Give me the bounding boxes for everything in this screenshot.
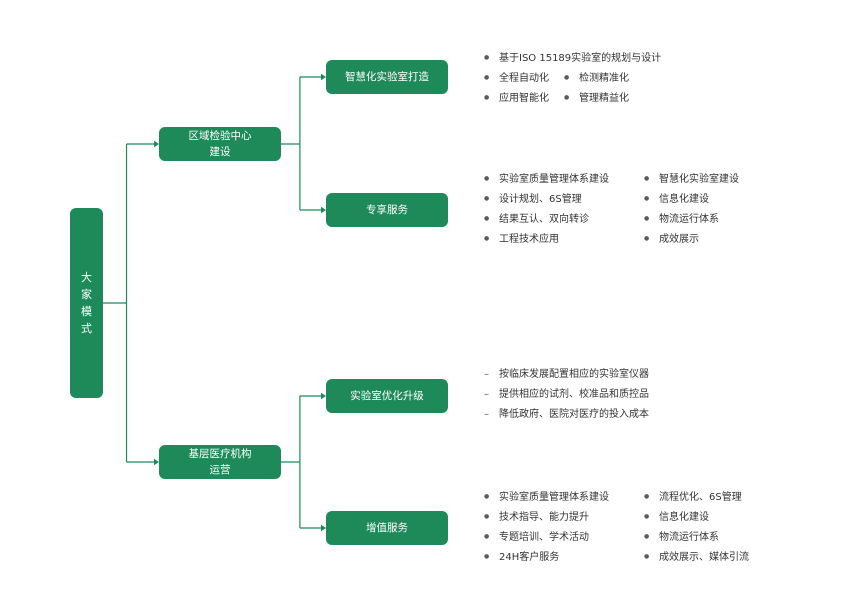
bullet-icon xyxy=(644,192,656,207)
bullet-icon xyxy=(484,172,496,187)
bullet-icon xyxy=(484,510,496,525)
dash-icon xyxy=(484,388,496,402)
bullet-icon xyxy=(644,232,656,247)
bullet-icon xyxy=(644,510,656,525)
bullet-icon xyxy=(484,51,496,66)
arrowhead-icon xyxy=(321,392,326,400)
list-item-text: 降低政府、医院对医疗的投入成本 xyxy=(499,409,649,420)
list-item-text: 物流运行体系 xyxy=(659,531,719,543)
list-item-text: 应用智能化 xyxy=(499,92,549,104)
bullet-icon xyxy=(484,550,496,565)
bullet-icon xyxy=(564,71,576,86)
bullet-icon xyxy=(484,490,496,505)
arrowhead-icon xyxy=(154,458,159,466)
bullet-icon xyxy=(484,71,496,86)
bullet-icon xyxy=(644,530,656,545)
arrowhead-icon xyxy=(154,140,159,148)
root-label: 大 家 模 式 xyxy=(81,271,92,335)
list-item: 专题培训、学术活动 xyxy=(484,530,589,545)
list-item: 技术指导、能力提升 xyxy=(484,510,589,525)
bullet-icon xyxy=(484,192,496,207)
list-item-text: 实验室质量管理体系建设 xyxy=(499,491,609,503)
list-item-text: 检测精准化 xyxy=(579,72,629,84)
list-item: 信息化建设 xyxy=(644,192,709,207)
list-item: 智慧化实验室建设 xyxy=(644,172,739,187)
bullet-icon xyxy=(644,212,656,227)
dash-icon xyxy=(484,408,496,422)
list-item: 管理精益化 xyxy=(564,91,629,106)
list-item-text: 提供相应的试剂、校准品和质控品 xyxy=(499,389,649,400)
list-item-text: 24H客户服务 xyxy=(499,551,560,563)
branch-node-primary-care: 基层医疗机构 运营 xyxy=(159,445,281,479)
arrowhead-icon xyxy=(321,206,326,214)
list-item: 成效展示、媒体引流 xyxy=(644,550,749,565)
branch-label: 基层医疗机构 运营 xyxy=(188,448,252,476)
list-item: 工程技术应用 xyxy=(484,232,559,247)
list-item-text: 结果互认、双向转诊 xyxy=(499,213,589,225)
list-item-text: 全程自动化 xyxy=(499,72,549,84)
bullet-icon xyxy=(484,91,496,106)
list-item-text: 技术指导、能力提升 xyxy=(499,511,589,523)
list-item: 全程自动化 xyxy=(484,71,549,86)
list-item-text: 信息化建设 xyxy=(659,193,709,205)
branch-label: 区域检验中心 建设 xyxy=(188,130,252,158)
child-label: 增值服务 xyxy=(366,522,408,534)
list-item: 降低政府、医院对医疗的投入成本 xyxy=(484,408,649,422)
list-item: 流程优化、6S管理 xyxy=(644,490,742,505)
list-item: 提供相应的试剂、校准品和质控品 xyxy=(484,388,649,402)
bullet-icon xyxy=(484,212,496,227)
child-node-lab-upgrade: 实验室优化升级 xyxy=(326,379,448,413)
list-item: 实验室质量管理体系建设 xyxy=(484,172,609,187)
list-item: 基于ISO 15189实验室的规划与设计 xyxy=(484,51,661,66)
list-item: 信息化建设 xyxy=(644,510,709,525)
list-item-text: 设计规划、6S管理 xyxy=(499,193,582,205)
list-item-text: 成效展示 xyxy=(659,233,699,245)
bullet-icon xyxy=(564,91,576,106)
arrowhead-icon xyxy=(321,73,326,81)
list-item: 检测精准化 xyxy=(564,71,629,86)
list-item: 设计规划、6S管理 xyxy=(484,192,582,207)
list-item: 24H客户服务 xyxy=(484,550,559,565)
list-item-text: 专题培训、学术活动 xyxy=(499,531,589,543)
root-node: 大 家 模 式 xyxy=(70,208,103,398)
list-item-text: 流程优化、6S管理 xyxy=(659,491,742,503)
dash-icon xyxy=(484,368,496,382)
list-item: 物流运行体系 xyxy=(644,530,719,545)
list-item-text: 基于ISO 15189实验室的规划与设计 xyxy=(499,52,662,64)
child-label: 实验室优化升级 xyxy=(350,390,424,402)
list-item-text: 智慧化实验室建设 xyxy=(659,173,739,185)
list-item: 成效展示 xyxy=(644,232,699,247)
list-item: 物流运行体系 xyxy=(644,212,719,227)
list-item-text: 信息化建设 xyxy=(659,511,709,523)
list-item: 按临床发展配置相应的实验室仪器 xyxy=(484,368,649,382)
bullet-icon xyxy=(644,172,656,187)
bullet-icon xyxy=(484,530,496,545)
bullet-icon xyxy=(644,490,656,505)
list-item-text: 物流运行体系 xyxy=(659,213,719,225)
list-item: 实验室质量管理体系建设 xyxy=(484,490,609,505)
child-node-smart-lab: 智慧化实验室打造 xyxy=(326,60,448,94)
list-item-text: 实验室质量管理体系建设 xyxy=(499,173,609,185)
child-node-value-added-service: 增值服务 xyxy=(326,511,448,545)
bullet-icon xyxy=(484,232,496,247)
child-node-exclusive-service: 专享服务 xyxy=(326,193,448,227)
branch-node-regional-center: 区域检验中心 建设 xyxy=(159,127,281,161)
list-item-text: 成效展示、媒体引流 xyxy=(659,551,749,563)
list-item-text: 管理精益化 xyxy=(579,92,629,104)
list-item: 结果互认、双向转诊 xyxy=(484,212,589,227)
child-label: 专享服务 xyxy=(366,204,408,216)
list-item-text: 工程技术应用 xyxy=(499,233,559,245)
list-item-text: 按临床发展配置相应的实验室仪器 xyxy=(499,369,649,380)
arrowhead-icon xyxy=(321,524,326,532)
bullet-icon xyxy=(644,550,656,565)
child-label: 智慧化实验室打造 xyxy=(345,71,429,83)
list-item: 应用智能化 xyxy=(484,91,549,106)
